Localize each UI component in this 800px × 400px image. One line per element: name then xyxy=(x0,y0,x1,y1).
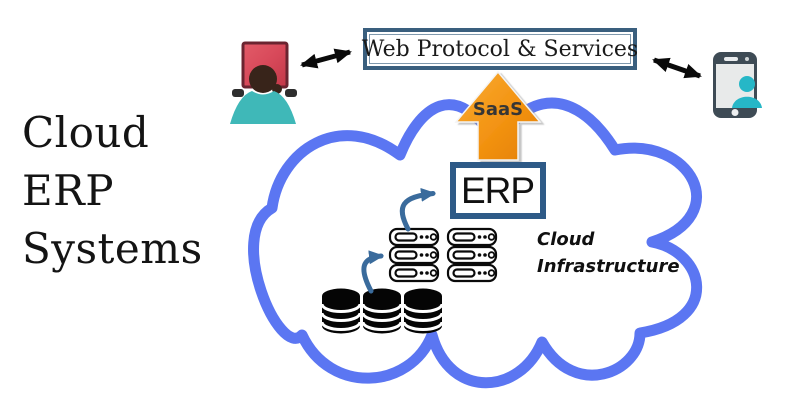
page-title-line: Systems xyxy=(22,224,203,273)
erp-label: ERP xyxy=(461,169,535,211)
desktop-user-icon xyxy=(230,41,297,124)
bidirectional-arrow-icon xyxy=(652,57,702,79)
database-icon xyxy=(361,288,403,334)
bidirectional-arrow-icon xyxy=(300,48,352,69)
database-icon xyxy=(320,288,362,334)
saas-up-arrow-icon xyxy=(454,70,542,161)
page-title: Cloud ERP Systems xyxy=(22,104,203,278)
page-title-line: ERP xyxy=(22,166,115,215)
web-protocol-label: Web Protocol & Services xyxy=(361,36,639,62)
web-protocol-box: Web Protocol & Services xyxy=(361,28,639,70)
server-rack-icon xyxy=(388,227,498,283)
curved-flow-arrow-icon xyxy=(361,250,384,294)
database-icon xyxy=(402,288,444,334)
phone-user-silhouette-icon xyxy=(732,76,762,108)
erp-box: ERP xyxy=(450,162,546,219)
curved-flow-arrow-icon xyxy=(399,187,436,232)
page-title-line: Cloud xyxy=(22,108,150,157)
saas-label: SaaS xyxy=(472,99,524,120)
mobile-phone-icon xyxy=(713,52,762,118)
cloud-infrastructure-label: Cloud Infrastructure xyxy=(537,229,680,277)
